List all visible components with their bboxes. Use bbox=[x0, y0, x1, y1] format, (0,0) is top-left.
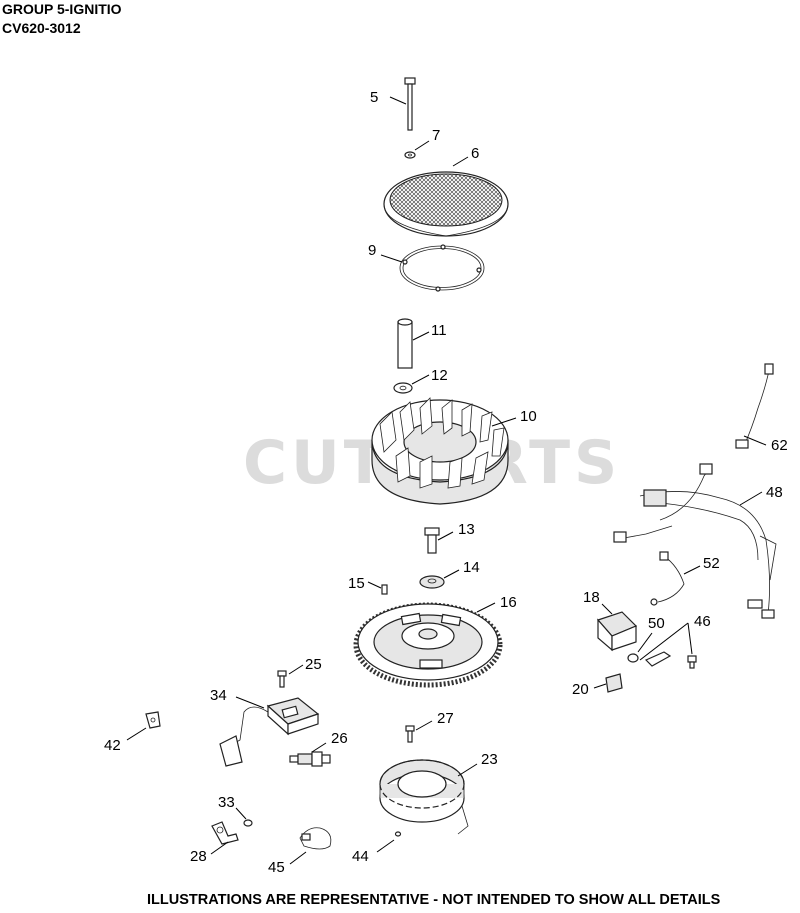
part-42-clip bbox=[126, 711, 161, 741]
part-15-key bbox=[367, 581, 388, 595]
part-28-clamp bbox=[210, 821, 239, 855]
part-52-ground-wire bbox=[650, 551, 701, 606]
callout-6: 6 bbox=[471, 145, 479, 162]
callout-27: 27 bbox=[437, 710, 454, 727]
callout-42: 42 bbox=[104, 737, 121, 754]
part-20-plate bbox=[593, 673, 623, 693]
callout-25: 25 bbox=[305, 656, 322, 673]
part-13-bolt bbox=[424, 527, 454, 554]
part-26-spark-plug bbox=[289, 742, 331, 767]
callout-52: 52 bbox=[703, 555, 720, 572]
part-14-washer bbox=[419, 569, 460, 589]
callout-12: 12 bbox=[431, 367, 448, 384]
callout-9: 9 bbox=[368, 242, 376, 259]
part-46-bracket bbox=[639, 622, 697, 669]
part-11-spacer bbox=[397, 318, 430, 369]
callout-11: 11 bbox=[431, 322, 447, 339]
part-33-nut bbox=[235, 807, 253, 827]
part-48-wiring-harness bbox=[613, 463, 777, 619]
callout-46: 46 bbox=[694, 613, 711, 630]
callout-34: 34 bbox=[210, 687, 227, 704]
part-62-lead-wire bbox=[735, 363, 774, 449]
part-6-grass-screen bbox=[383, 156, 509, 237]
callout-26: 26 bbox=[331, 730, 348, 747]
callout-62: 62 bbox=[771, 437, 788, 454]
callout-15: 15 bbox=[348, 575, 365, 592]
part-12-washer bbox=[393, 374, 430, 394]
part-7-washer bbox=[404, 140, 430, 159]
callout-48: 48 bbox=[766, 484, 783, 501]
part-16-flywheel bbox=[353, 602, 503, 688]
part-44-pin bbox=[376, 831, 402, 853]
part-45-wire-tie bbox=[289, 827, 332, 865]
part-34-ignition-module bbox=[219, 696, 320, 767]
callout-33: 33 bbox=[218, 794, 235, 811]
callout-10: 10 bbox=[520, 408, 537, 425]
part-10-fan bbox=[371, 397, 517, 505]
callout-18: 18 bbox=[583, 589, 600, 606]
callout-28: 28 bbox=[190, 848, 207, 865]
part-27-screw bbox=[405, 720, 433, 743]
callout-45: 45 bbox=[268, 859, 285, 876]
callout-14: 14 bbox=[463, 559, 480, 576]
callout-16: 16 bbox=[500, 594, 517, 611]
part-50-nut bbox=[627, 632, 653, 663]
part-18-rectifier-regulator bbox=[596, 603, 638, 652]
part-25-screw bbox=[277, 664, 304, 688]
header-model-number: CV620-3012 bbox=[2, 20, 81, 36]
part-9-retaining-ring bbox=[380, 244, 485, 292]
header-group-title: GROUP 5-IGNITIO bbox=[2, 1, 122, 17]
callout-20: 20 bbox=[572, 681, 589, 698]
callout-5: 5 bbox=[370, 89, 378, 106]
disclaimer-footer: ILLUSTRATIONS ARE REPRESENTATIVE - NOT I… bbox=[147, 892, 721, 908]
part-5-bolt bbox=[389, 77, 416, 131]
callout-50: 50 bbox=[648, 615, 665, 632]
part-23-stator bbox=[379, 759, 478, 835]
callout-13: 13 bbox=[458, 521, 475, 538]
callout-7: 7 bbox=[432, 127, 440, 144]
callout-44: 44 bbox=[352, 848, 369, 865]
callout-23: 23 bbox=[481, 751, 498, 768]
